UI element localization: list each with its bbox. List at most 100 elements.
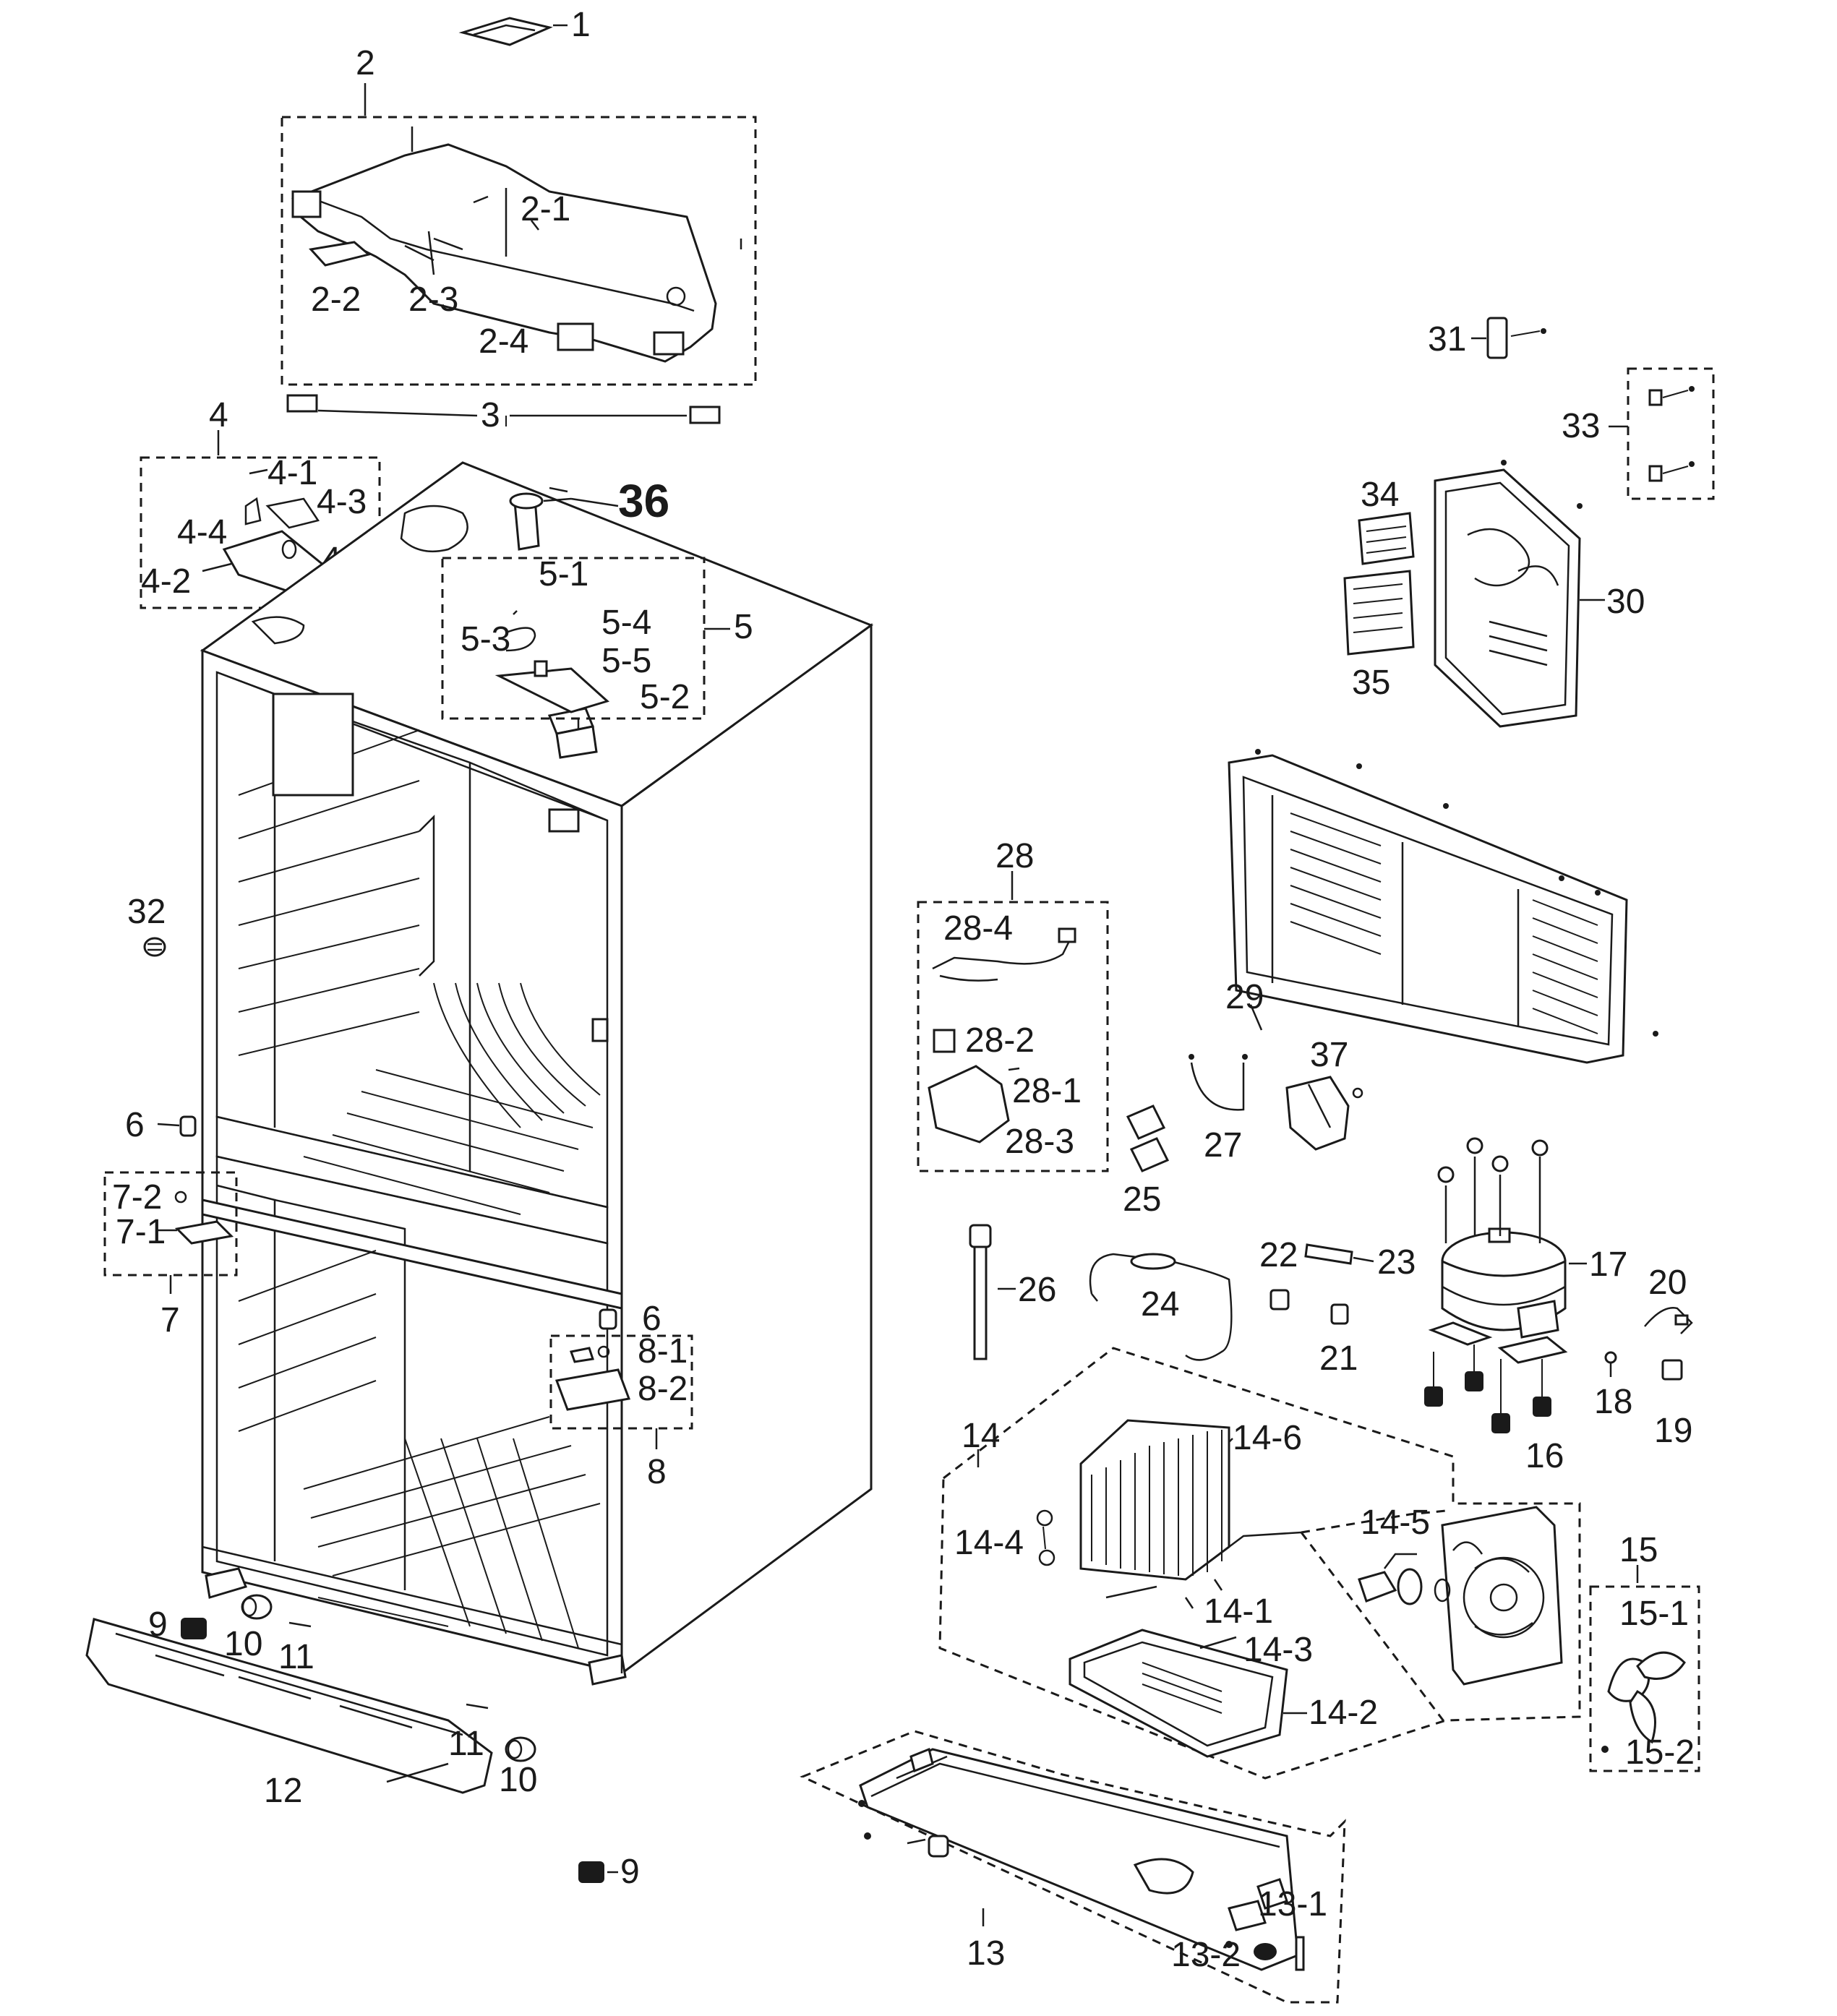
label-14-5: 14-5 [1361, 1504, 1430, 1542]
label-5-1: 5-1 [539, 555, 588, 593]
label-9-right: 9 [620, 1853, 640, 1891]
label-14-4: 14-4 [954, 1524, 1024, 1562]
label-14-3: 14-3 [1243, 1631, 1313, 1669]
label-5-2: 5-2 [640, 678, 690, 716]
part-36-filter-housing [509, 486, 619, 551]
part-26-drain-tube [969, 1224, 1016, 1360]
label-2-1: 2-1 [521, 190, 570, 228]
label-14: 14 [962, 1417, 1000, 1455]
part-18-screw [1604, 1351, 1617, 1377]
part-34-label-plate [1358, 512, 1415, 565]
part-15-fan-group [1589, 1565, 1700, 1772]
label-15-1: 15-1 [1619, 1595, 1689, 1633]
label-36: 36 [618, 475, 669, 527]
label-5-5: 5-5 [601, 642, 651, 680]
label-28-4: 28-4 [943, 909, 1013, 948]
part-11-clip-left [288, 1621, 312, 1628]
part-5-hinge-group [441, 557, 730, 759]
part-6-cap-left [157, 1115, 197, 1137]
label-29: 29 [1225, 978, 1264, 1016]
label-14-1: 14-1 [1204, 1592, 1273, 1631]
label-4-1: 4-1 [267, 454, 317, 492]
label-20: 20 [1648, 1264, 1687, 1302]
part-35-rating-label [1343, 570, 1415, 656]
part-10-roller-left [241, 1594, 273, 1620]
label-8: 8 [647, 1453, 667, 1491]
part-13-base-plate-group [800, 1730, 1346, 2004]
label-4-4: 4-4 [177, 513, 227, 552]
label-12: 12 [264, 1772, 302, 1810]
part-9-leveling-foot-left [181, 1618, 207, 1639]
label-2-3: 2-3 [408, 280, 458, 319]
part-9-leveling-foot-right [578, 1861, 618, 1883]
part-12-base-grille [85, 1618, 493, 1794]
label-4-2: 4-2 [141, 562, 191, 601]
label-34: 34 [1361, 476, 1399, 514]
label-2-4: 2-4 [479, 322, 528, 361]
part-37-water-valve [1285, 1076, 1363, 1151]
label-25: 25 [1123, 1180, 1161, 1219]
label-10-right: 10 [499, 1761, 537, 1799]
label-32: 32 [127, 893, 166, 931]
label-33: 33 [1562, 407, 1600, 445]
label-10-left: 10 [224, 1625, 262, 1663]
part-16-grommets [1424, 1344, 1551, 1433]
part-14-evaporator-group [938, 1347, 1581, 1780]
part-27-tube [1189, 1054, 1248, 1111]
part-6-cap-right [599, 1308, 617, 1330]
label-23: 23 [1377, 1243, 1416, 1282]
label-11-left: 11 [278, 1638, 314, 1676]
label-13: 13 [967, 1934, 1005, 1973]
label-5-4: 5-4 [601, 604, 651, 642]
label-16: 16 [1525, 1437, 1564, 1475]
label-26: 26 [1018, 1271, 1056, 1309]
part-28-harness-group [917, 871, 1109, 1172]
part-25-valve [1126, 1104, 1170, 1172]
part-19-connector [1661, 1359, 1683, 1381]
part-8-group [549, 1334, 693, 1449]
label-18: 18 [1594, 1383, 1632, 1421]
label-2: 2 [356, 44, 375, 82]
part-23-bracket [1304, 1243, 1374, 1265]
label-4: 4 [209, 396, 228, 434]
label-7-1: 7-1 [116, 1213, 166, 1251]
part-10-roller-right [505, 1736, 536, 1762]
label-15-2: 15-2 [1625, 1733, 1695, 1772]
label-19: 19 [1654, 1412, 1692, 1450]
label-22: 22 [1259, 1236, 1298, 1274]
part-7-group [103, 1171, 238, 1294]
label-7: 7 [160, 1301, 180, 1339]
label-14-6: 14-6 [1233, 1419, 1302, 1457]
label-6-right: 6 [642, 1300, 661, 1338]
label-35: 35 [1352, 664, 1390, 702]
label-37: 37 [1310, 1036, 1348, 1074]
cabinet-body [200, 416, 874, 1686]
label-24: 24 [1141, 1285, 1179, 1324]
label-5: 5 [734, 608, 753, 646]
label-8-1: 8-1 [638, 1332, 688, 1371]
part-24-drier-tube [1089, 1253, 1233, 1361]
label-17: 17 [1589, 1245, 1627, 1284]
label-14-2: 14-2 [1309, 1694, 1378, 1732]
label-11-right: 11 [448, 1725, 484, 1763]
part-32-bumper [143, 937, 166, 957]
label-30: 30 [1606, 583, 1645, 621]
part-1-bracket [458, 17, 568, 46]
part-30-back-cover [1434, 460, 1605, 728]
label-28-1: 28-1 [1012, 1072, 1082, 1110]
label-3: 3 [481, 396, 500, 434]
label-6-left: 6 [125, 1106, 145, 1144]
label-13-2: 13-2 [1171, 1936, 1241, 1974]
part-11-clip-right [466, 1703, 489, 1710]
label-4-3: 4-3 [317, 483, 367, 521]
part-3-spacers [286, 394, 721, 424]
part-2-top-cover-group [281, 83, 757, 386]
label-28-2: 28-2 [965, 1021, 1035, 1060]
part-22-cap [1269, 1289, 1290, 1311]
label-21: 21 [1319, 1339, 1358, 1378]
label-28: 28 [995, 837, 1034, 875]
part-29-rear-panel [1228, 749, 1658, 1064]
part-33-clips [1609, 367, 1715, 500]
label-9-left: 9 [148, 1605, 168, 1644]
label-31: 31 [1428, 320, 1466, 359]
